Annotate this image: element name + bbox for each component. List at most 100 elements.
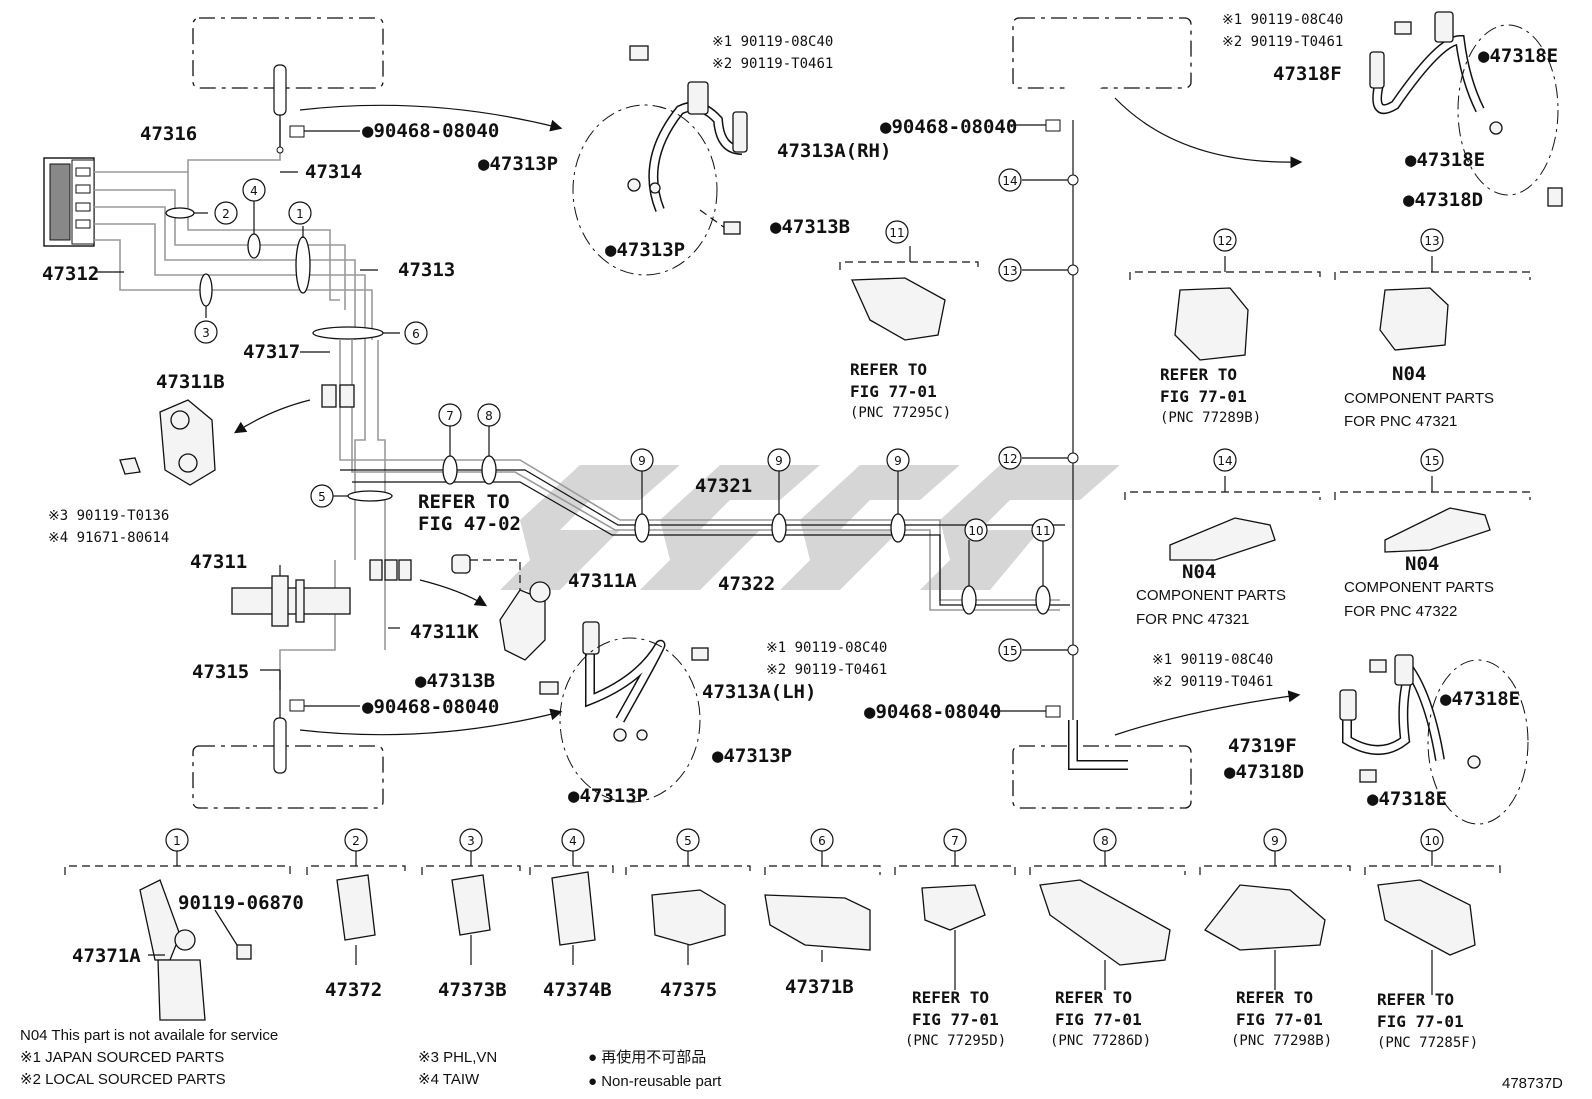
label-47313p-2: ●47313P (605, 239, 685, 261)
callout-number: 7 (951, 834, 959, 848)
watermark-logo (500, 465, 1120, 590)
lh-detail-ellipse (559, 637, 701, 803)
arrow-to-rear-lh (1114, 690, 1301, 736)
connector-47317[interactable] (321, 384, 355, 408)
callout-circle-9: 9 (886, 448, 910, 472)
label-47313a-rh: 47313A(RH) (777, 140, 891, 162)
hose-47313a-rh[interactable] (627, 45, 748, 212)
label-rh-bolt-1: ※1 90119-08C40 (712, 34, 833, 50)
front-right-fitting[interactable] (1064, 68, 1125, 110)
rear-left-fitting[interactable] (273, 717, 287, 774)
ref15-component: COMPONENT PARTS (1344, 579, 1494, 596)
front-left-fitting[interactable] (273, 64, 287, 154)
arrow-to-47311b (233, 399, 311, 434)
callout-number: 4 (250, 184, 258, 198)
hose-47313a-lh[interactable] (539, 621, 709, 742)
callout-number: 3 (202, 326, 210, 340)
ref12-pnc: (PNC 77289B) (1160, 410, 1261, 426)
callout-number: 11 (1035, 524, 1050, 538)
tube-47321[interactable] (340, 469, 1065, 526)
clamp-47375[interactable] (651, 889, 726, 946)
label-lh-bolt-2: ※2 90119-T0461 (766, 662, 887, 678)
clamp-ref-9[interactable] (1204, 884, 1326, 951)
rear-left-caliper-box (192, 745, 384, 809)
callout-circle-12: 12 (1213, 228, 1237, 252)
label-47318e-4: ●47318E (1367, 788, 1447, 810)
callout-number: 4 (569, 834, 577, 848)
arrow-to-47311a (419, 579, 488, 607)
callout-circle-14: 14 (998, 168, 1022, 192)
rear-rh-detail-ellipse (1457, 24, 1559, 196)
rear-right-fitting[interactable] (1068, 720, 1128, 770)
clamp-47374b[interactable] (551, 871, 596, 946)
bracket-47311a[interactable] (451, 554, 551, 661)
label-47313p-1: ●47313P (478, 153, 558, 175)
callout-number: 6 (818, 834, 826, 848)
callout-circle-15: 15 (1420, 448, 1444, 472)
label-47371b: 47371B (785, 976, 854, 998)
clamp-47371a[interactable] (139, 879, 252, 1021)
clamp-47371b[interactable] (764, 894, 871, 951)
clip-90468-top-right[interactable] (1010, 119, 1061, 132)
legend-note1: ※1 JAPAN SOURCED PARTS (20, 1049, 224, 1066)
clamp-ref-13[interactable] (1379, 287, 1449, 351)
legend-note4: ※4 TAIW (418, 1071, 480, 1088)
clip-90468-top-left[interactable] (289, 125, 360, 138)
callout-number: 14 (1217, 454, 1232, 468)
label-47375: 47375 (660, 979, 717, 1001)
callout-number: 3 (467, 834, 475, 848)
clamp-47372[interactable] (336, 874, 376, 941)
clamp-ref-11[interactable] (851, 277, 946, 341)
callout-number: 15 (1424, 454, 1439, 468)
leader-lines (94, 171, 1073, 671)
bracket-47311b[interactable] (119, 399, 216, 486)
hose-47319f[interactable] (1339, 654, 1481, 783)
callout-circle-5: 5 (676, 828, 700, 852)
callout-circle-13: 13 (998, 258, 1022, 282)
callout-number: 11 (889, 226, 904, 240)
callout-circle-11: 11 (1031, 518, 1055, 542)
clamp-ref-10[interactable] (1377, 879, 1476, 956)
label-47311a: 47311A (568, 570, 637, 592)
callout-circle-1: 1 (165, 828, 189, 852)
callout-number: 1 (173, 834, 181, 848)
label-47311b: 47311B (156, 371, 225, 393)
ref10-refer: REFER TO (1377, 990, 1454, 1009)
legend-note3: ※3 PHL,VN (418, 1049, 497, 1066)
label-b11-bolt-4: ※4 91671-80614 (48, 530, 169, 546)
callout-circle-12: 12 (998, 446, 1022, 470)
clip-90468-bottom-left[interactable] (289, 699, 360, 712)
ref8-fig: FIG 77-01 (1055, 1010, 1142, 1029)
ref7-pnc: (PNC 77295D) (905, 1033, 1006, 1049)
clamp-ref-15[interactable] (1384, 507, 1491, 553)
clamp-ref-12[interactable] (1174, 287, 1249, 361)
rh-detail-ellipse (572, 104, 718, 276)
callout-number: 5 (684, 834, 692, 848)
callout-circle-1: 1 (288, 201, 312, 225)
clip-90468-bottom-right[interactable] (990, 705, 1061, 718)
label-47373b: 47373B (438, 979, 507, 1001)
label-47313b-lh: ●47313B (415, 670, 495, 692)
valve-47311[interactable] (231, 575, 351, 627)
clamp-ref-7[interactable] (921, 884, 986, 931)
label-47316: 47316 (140, 123, 197, 145)
label-47313a-lh: 47313A(LH) (702, 681, 816, 703)
connector-47311k[interactable] (369, 559, 412, 581)
label-90468-br: ●90468-08040 (864, 701, 1001, 723)
legend-note2: ※2 LOCAL SOURCED PARTS (20, 1071, 226, 1088)
callout-number: 10 (1424, 834, 1439, 848)
label-47311: 47311 (190, 551, 247, 573)
bolt-47313b-rh[interactable] (723, 221, 741, 235)
ref15-for: FOR PNC 47322 (1344, 603, 1457, 620)
label-47317: 47317 (243, 341, 300, 363)
callout-number: 8 (1101, 834, 1109, 848)
legend-jp: ● 再使用不可部品 (588, 1049, 706, 1066)
clamp-ref-14[interactable] (1169, 517, 1276, 561)
hose-47318f[interactable] (1369, 11, 1563, 207)
abs-actuator-47312[interactable] (43, 157, 95, 247)
callout-circle-4: 4 (242, 178, 266, 202)
callout-number: 14 (1002, 174, 1017, 188)
clamp-47373b[interactable] (451, 874, 491, 936)
clamp-ref-8[interactable] (1039, 879, 1171, 966)
